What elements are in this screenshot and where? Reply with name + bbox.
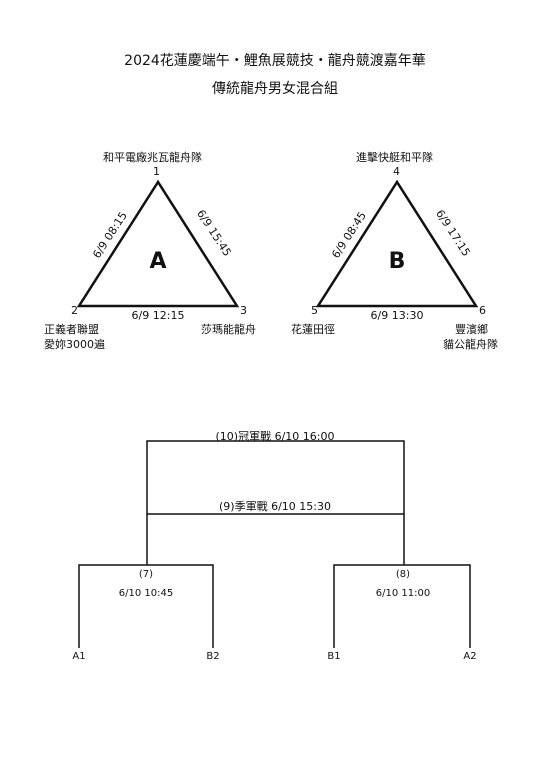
seed-a2: A2 (463, 651, 477, 662)
semi1-time: 6/10 10:45 (118, 588, 174, 599)
group-b-triangle (315, 179, 479, 308)
bracket-lines (78, 440, 471, 648)
event-title: 2024花蓮慶端午・鯉魚展競技・龍舟競渡嘉年華 (124, 53, 426, 69)
team-2-name-line1: 正義者聯盟 (44, 323, 99, 336)
group-a-edge-right: 6/9 15:45 (194, 207, 234, 258)
team-6-name-line2: 貓公龍舟隊 (443, 338, 498, 351)
team-1-name: 和平電廠兆瓦龍舟隊 (103, 151, 202, 164)
team-4-name: 進擊快艇和平隊 (356, 151, 433, 164)
team-1-number: 1 (153, 165, 160, 178)
division-title: 傳統龍舟男女混合組 (212, 81, 338, 97)
semi2-number: (8) (395, 569, 411, 580)
final-connector (146, 440, 405, 565)
seed-a1: A1 (72, 651, 86, 662)
semi1-number: (7) (138, 569, 154, 580)
seed-b2: B2 (206, 651, 220, 662)
team-2-name-line2: 愛妳3000遍 (44, 338, 105, 351)
team-2-number: 2 (71, 304, 78, 317)
team-5-name: 花蓮田徑 (291, 323, 335, 336)
team-6-name-line1: 豐濱鄉 (455, 323, 488, 336)
final-match-label: (10)冠軍戰 6/10 16:00 (215, 430, 335, 443)
semi1-connector (78, 564, 214, 648)
seed-b1: B1 (327, 651, 341, 662)
team-6-number: 6 (479, 304, 486, 317)
group-b-edge-right: 6/9 17:15 (433, 207, 473, 258)
group-a-edge-bottom: 6/9 12:15 (132, 309, 185, 322)
team-3-number: 3 (240, 304, 247, 317)
third-place-match-label: (9)季軍戰 6/10 15:30 (219, 500, 331, 513)
group-b-edge-bottom: 6/9 13:30 (371, 309, 424, 322)
semi2-time: 6/10 11:00 (375, 588, 431, 599)
group-a-letter: A (149, 249, 166, 274)
team-5-number: 5 (311, 304, 318, 317)
team-4-number: 4 (393, 165, 400, 178)
group-b-letter: B (389, 249, 406, 274)
team-3-name: 莎瑪能龍舟 (201, 323, 256, 336)
group-a-triangle (76, 179, 240, 308)
semi2-connector (333, 564, 471, 648)
